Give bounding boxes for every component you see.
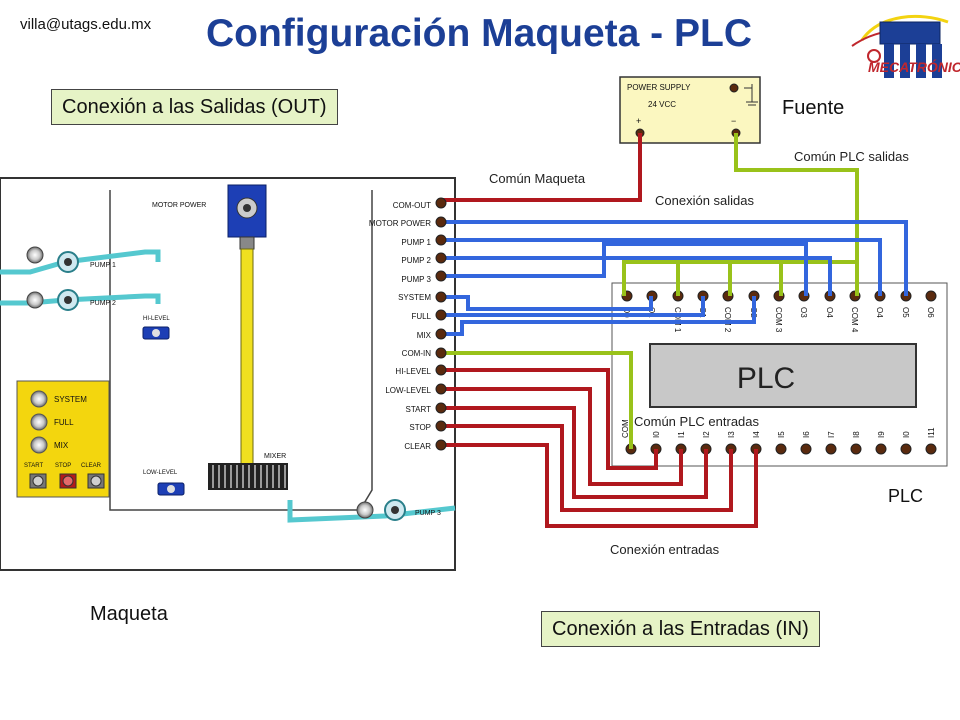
plc-in-label: I6 (802, 431, 811, 438)
terminal-label: SYSTEM (398, 293, 431, 302)
power-supply-title: POWER SUPPLY (627, 83, 691, 92)
plc-in-label: I5 (777, 431, 786, 438)
control-panel (16, 380, 110, 498)
pump-1-label: PUMP 1 (90, 262, 116, 269)
comun-plc-entradas-label: Común PLC entradas (634, 414, 760, 429)
power-supply-voltage: 24 VCC (648, 100, 676, 109)
terminal-label: MOTOR POWER (369, 219, 431, 228)
mecatronica-logo-icon: MECATRÓNICA (851, 14, 960, 78)
plc-in-label: I0 (652, 431, 661, 438)
terminal-label: PUMP 3 (401, 275, 431, 284)
motor-gear-icon (236, 197, 258, 219)
mixer-blade (208, 463, 288, 490)
plc-in-label: I1 (677, 431, 686, 438)
plc-in-label: I2 (702, 431, 711, 438)
terminal-label: START (406, 405, 432, 414)
maqueta-panel: MOTOR POWER MIXER (0, 177, 456, 571)
plc-in-label: I0 (902, 431, 911, 438)
motor-power-label: MOTOR POWER (152, 202, 206, 209)
plc-out-label: O4 (825, 307, 834, 318)
plc-out-label: COM 2 (723, 307, 732, 333)
terminal-label: MIX (417, 331, 432, 340)
terminal-label: PUMP 1 (401, 238, 431, 247)
terminal-label: CLEAR (404, 442, 431, 451)
terminal-label: PUMP 2 (401, 256, 431, 265)
plc-unit (611, 282, 948, 467)
plc-out-label: COM 4 (850, 307, 859, 333)
conexion-entradas-label: Conexión entradas (610, 542, 720, 557)
green-wires (441, 133, 859, 449)
terminal-label: HI-LEVEL (395, 367, 431, 376)
comun-plc-salidas-label: Común PLC salidas (794, 149, 909, 164)
plc-out-label: O4 (875, 307, 884, 318)
fuente-label: Fuente (782, 97, 845, 119)
terminal-label: LOW-LEVEL (385, 386, 431, 395)
maqueta-label: Maqueta (90, 603, 168, 625)
outputs-connection-box: Conexión a las Salidas (OUT) (51, 89, 338, 125)
panel-mix-label: MIX (54, 441, 69, 450)
plc-out-label: O5 (901, 307, 910, 318)
plc-out-label: COM 3 (774, 307, 783, 333)
plc-nameplate (649, 343, 917, 408)
plc-in-label: I7 (827, 431, 836, 438)
author-email: villa@utags.edu.mx (20, 16, 152, 33)
blue-wires (441, 220, 908, 336)
plc-in-label: I11 (927, 427, 936, 438)
terminal-label: COM-IN (402, 349, 432, 358)
plc-in-label: I3 (727, 431, 736, 438)
plc-in-label: COM (621, 419, 630, 438)
plc-in-label: I9 (877, 431, 886, 438)
terminal-label: FULL (411, 312, 431, 321)
panel-start-label: START (24, 463, 43, 469)
plc-name: PLC (737, 362, 795, 395)
pump-3-icon (356, 499, 406, 521)
plc-out-label: O3 (799, 307, 808, 318)
plc-out-label: COM 1 (673, 307, 682, 333)
conexion-salidas-label: Conexión salidas (655, 193, 755, 208)
pump-2-label: PUMP 2 (90, 300, 116, 307)
page-title: Configuración Maqueta - PLC (206, 12, 752, 55)
plc-out-label: O0 (622, 307, 631, 318)
low-level-label: LOW-LEVEL (143, 470, 178, 476)
pipes (0, 249, 456, 523)
plc-out-label: O6 (926, 307, 935, 318)
red-wires (441, 133, 758, 528)
mixer-label: MIXER (264, 453, 286, 460)
inputs-connection-box: Conexión a las Entradas (IN) (541, 611, 820, 647)
terminal-label: STOP (409, 423, 431, 432)
panel-system-label: SYSTEM (54, 395, 87, 404)
power-supply-minus: − (731, 116, 736, 126)
pump-3-label: PUMP 3 (415, 510, 441, 517)
panel-clear-label: CLEAR (81, 463, 102, 469)
hi-level-label: HI-LEVEL (143, 316, 170, 322)
power-supply-plus: + (636, 116, 641, 126)
pump-1-icon (26, 246, 79, 273)
pump-2-icon (26, 289, 79, 311)
plc-in-label: I4 (752, 431, 761, 438)
plc-in-label: I8 (852, 431, 861, 438)
logo-text: MECATRÓNICA (868, 58, 960, 75)
comun-maqueta-label: Común Maqueta (489, 171, 586, 186)
terminal-label: COM-OUT (393, 201, 431, 210)
maqueta-terminals (435, 197, 447, 451)
panel-stop-label: STOP (55, 463, 71, 469)
plc-caption: PLC (888, 486, 924, 506)
plc-out-label: O1 (647, 307, 656, 318)
mixer-shaft (240, 248, 254, 468)
panel-full-label: FULL (54, 418, 74, 427)
power-supply (619, 76, 761, 144)
